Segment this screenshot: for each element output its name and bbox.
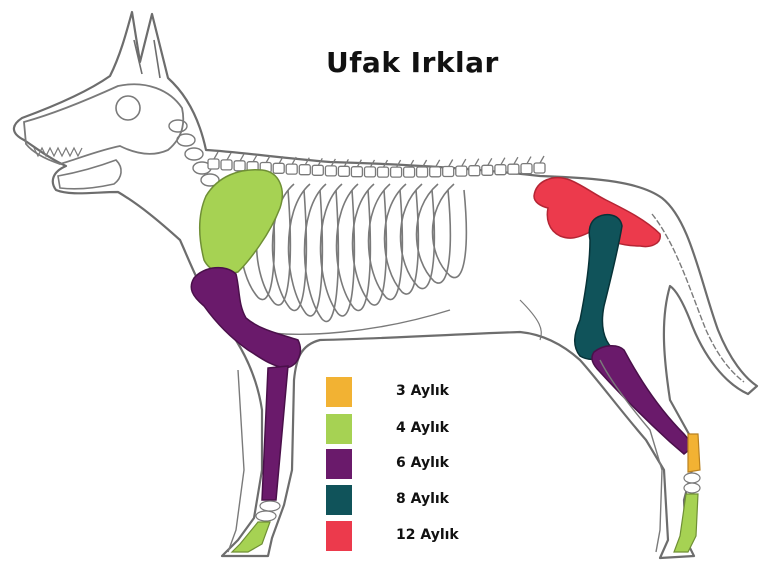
carpal-bones <box>256 501 280 521</box>
vertebra-spine-process <box>475 159 479 166</box>
legend-label: 12 Aylık <box>396 527 459 543</box>
legend-item: 4 Aylık <box>326 414 496 444</box>
legend-label: 3 Aylık <box>396 383 449 399</box>
vertebra <box>482 165 493 175</box>
vertebra <box>312 165 323 175</box>
vertebra-spine-process <box>449 160 453 167</box>
vertebra-spine-process <box>253 155 257 162</box>
sternum <box>250 310 450 334</box>
humerus-bone <box>191 268 300 368</box>
vertebra <box>208 159 219 169</box>
legend-swatch-icon <box>326 414 352 444</box>
vertebra <box>430 167 441 177</box>
vertebra-spine-process <box>214 152 218 159</box>
legend-item: 6 Aylık <box>326 449 496 479</box>
vertebra <box>417 167 428 177</box>
vertebra <box>404 167 415 177</box>
vertebra <box>365 167 376 177</box>
legend-label: 4 Aylık <box>396 420 449 436</box>
legend-swatch-icon <box>326 521 352 551</box>
vertebra <box>508 164 519 174</box>
vertebra <box>221 160 232 170</box>
vertebra <box>521 164 532 174</box>
vertebra <box>456 166 467 176</box>
vertebra <box>351 167 362 177</box>
legend-swatch-icon <box>326 377 352 407</box>
vertebra-spine-process <box>462 159 466 166</box>
legend-swatch-icon <box>326 485 352 515</box>
vertebra <box>443 167 454 177</box>
vertebra-spine-process <box>527 157 531 164</box>
vertebra-spine-process <box>240 154 244 161</box>
vertebra <box>273 163 284 173</box>
jaw-bone <box>58 160 121 189</box>
forearm-bone <box>262 366 288 500</box>
legend-label: 6 Aylık <box>396 455 449 471</box>
vertebra <box>534 163 545 173</box>
vertebra <box>286 164 297 174</box>
neck-vertebrae <box>169 120 219 186</box>
vertebra <box>391 167 402 177</box>
hock-bone <box>688 434 700 472</box>
vertebra-spine-process <box>514 157 518 164</box>
legend-label: 8 Aylık <box>396 491 449 507</box>
hind-paw-bones <box>674 494 698 552</box>
diagram-title: Ufak Irklar <box>326 46 499 79</box>
vertebra <box>325 166 336 176</box>
vertebra-spine-process <box>501 158 505 165</box>
vertebra <box>378 167 389 177</box>
vertebra <box>299 165 310 175</box>
vertebra <box>469 166 480 176</box>
vertebra-spine-process <box>436 160 440 167</box>
legend-swatch-icon <box>326 449 352 479</box>
vertebra <box>234 161 245 171</box>
legend-item: 3 Aylık <box>326 377 496 407</box>
vertebra-spine-process <box>540 156 544 163</box>
eye-socket <box>116 96 140 120</box>
legend-item: 12 Aylık <box>326 521 496 551</box>
vertebra-spine-process <box>227 153 231 160</box>
tarsal-bones <box>684 473 700 493</box>
vertebra <box>338 166 349 176</box>
legend-item: 8 Aylık <box>326 485 496 515</box>
front-paw-bones <box>232 522 270 552</box>
vertebra-spine-process <box>488 158 492 165</box>
front-leg-back <box>228 370 244 552</box>
vertebra <box>495 165 506 175</box>
